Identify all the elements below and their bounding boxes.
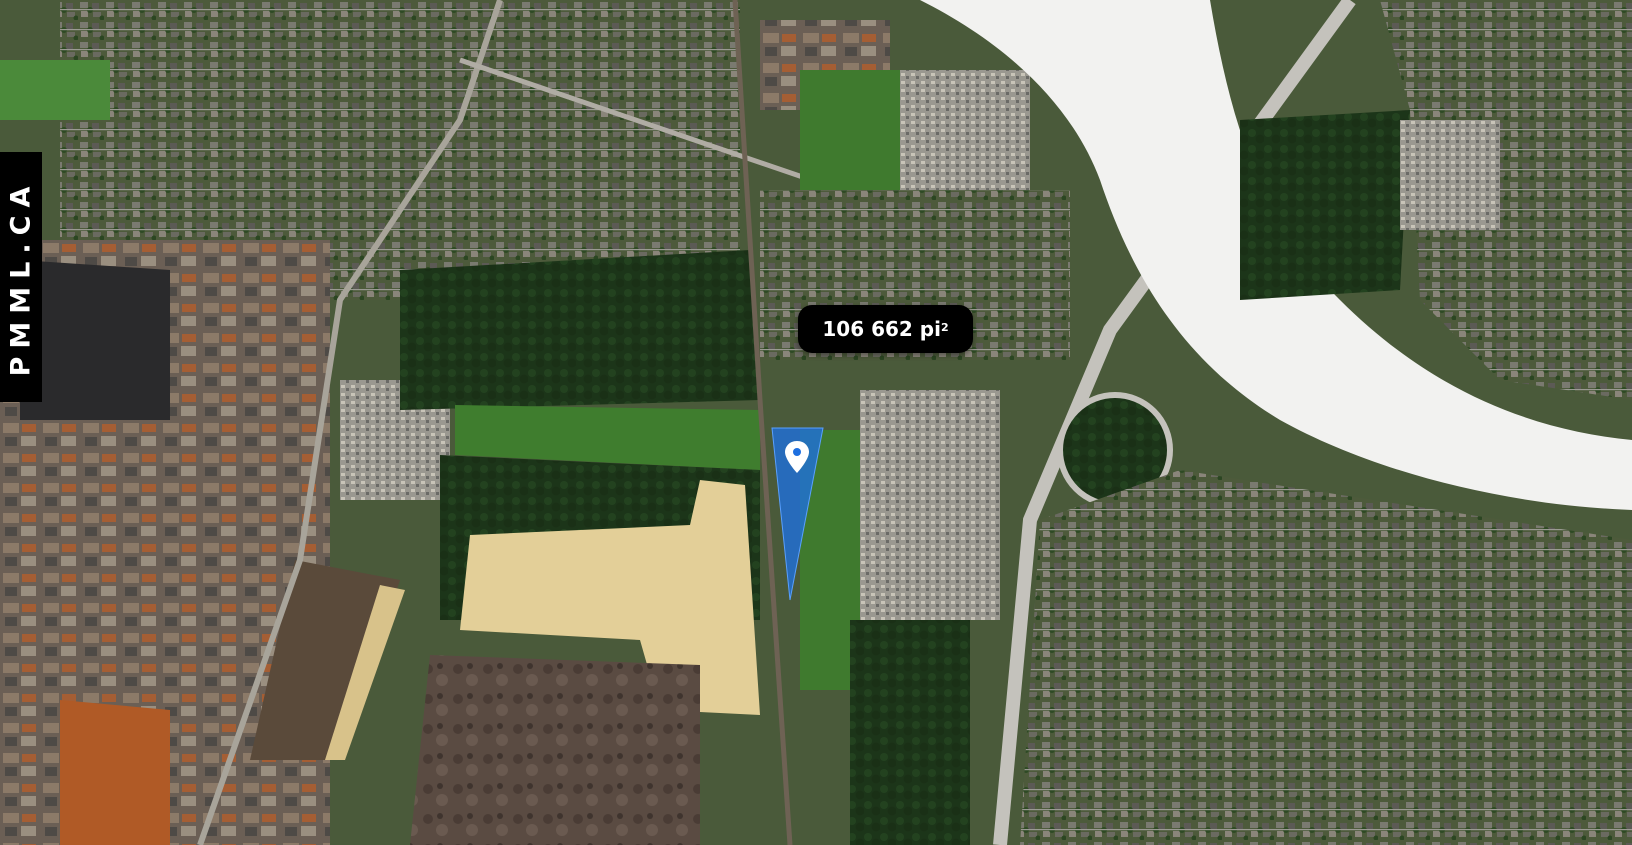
rust-area xyxy=(60,700,170,845)
residential-northeast xyxy=(1380,0,1632,400)
forest-east xyxy=(1240,110,1410,300)
brand-watermark: PMML.CA xyxy=(0,152,42,402)
excavation-area xyxy=(410,655,700,845)
brand-text: PMML.CA xyxy=(5,178,37,376)
road-west xyxy=(197,0,503,845)
dark-stockpile xyxy=(20,260,170,420)
railway xyxy=(732,0,793,845)
parking-lot-north xyxy=(900,70,1030,190)
sports-field xyxy=(0,60,110,120)
forest-central xyxy=(400,250,760,410)
parcel-area-exponent: 2 xyxy=(940,320,949,334)
trees-east-strip xyxy=(850,620,970,845)
sand-area xyxy=(460,480,760,715)
grass-north xyxy=(800,70,910,200)
parking-lot-northeast xyxy=(1400,120,1500,230)
warehouse xyxy=(250,560,400,760)
parcel-area-value: 106 662 pi xyxy=(822,317,941,341)
map-pin-icon[interactable] xyxy=(785,441,809,473)
substation xyxy=(860,390,1000,620)
green-field xyxy=(455,405,760,470)
warehouse-roof-light xyxy=(325,585,405,760)
parcel-highlight[interactable] xyxy=(771,427,824,601)
residential-southeast xyxy=(1020,470,1632,845)
